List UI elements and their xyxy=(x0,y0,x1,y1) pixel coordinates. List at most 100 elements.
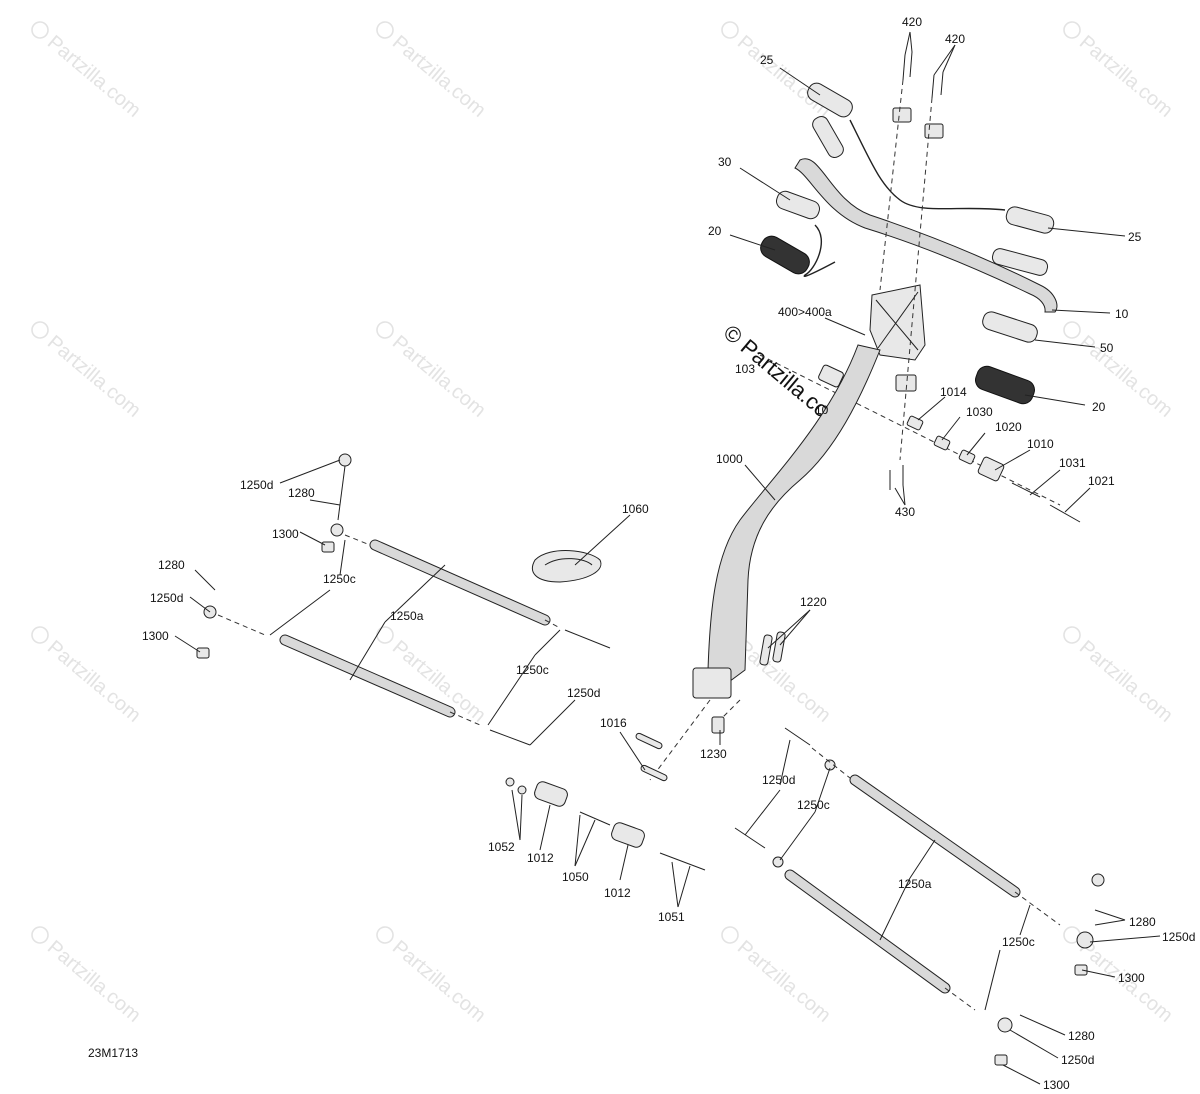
callout-label: 1280 xyxy=(288,486,315,500)
heater-wire xyxy=(849,119,1006,211)
grip-sleeve-50 xyxy=(982,311,1038,343)
alignment-line xyxy=(759,354,1061,506)
callout-label: 1052 xyxy=(488,840,515,854)
watermark-text: Partzilla.com xyxy=(1075,636,1177,726)
part-1030 xyxy=(933,435,951,451)
watermark-text: Partzilla.com xyxy=(388,936,490,1026)
callout-label: 420 xyxy=(945,32,965,46)
callout-label: 1000 xyxy=(716,452,743,466)
bolt-420 xyxy=(909,51,913,78)
cover-plate-1060 xyxy=(531,550,602,583)
callout-label: 1016 xyxy=(600,716,627,730)
callout-label: 20 xyxy=(708,224,722,238)
callout-label: 1051 xyxy=(658,910,685,924)
bracket-1012a xyxy=(534,781,568,807)
clamp-cap xyxy=(892,107,912,123)
callout-label: 1300 xyxy=(1043,1078,1070,1092)
handlebar-assembly xyxy=(759,51,1061,506)
watermark-text: Partzilla.com xyxy=(43,636,145,726)
callout-label: 430 xyxy=(895,505,915,519)
callout-label: 50 xyxy=(1100,341,1114,355)
callout-label: 1031 xyxy=(1059,456,1086,470)
callout-label: 1230 xyxy=(700,747,727,761)
tie-rod-right-upper xyxy=(784,727,1105,976)
heater-wire-left xyxy=(803,224,836,277)
callout-label: 25 xyxy=(760,53,774,67)
part-1031 xyxy=(1011,482,1041,498)
leader-lines xyxy=(174,31,1161,1085)
clamp-cap xyxy=(924,123,944,139)
callout-label: 1250d xyxy=(567,686,600,700)
callout-label: 1300 xyxy=(1118,971,1145,985)
riser-block xyxy=(869,284,926,361)
bolt-420 xyxy=(931,74,935,99)
tie-rod-right-lower xyxy=(734,827,1013,1066)
callout-label: 1250c xyxy=(323,572,356,586)
alignment-line xyxy=(719,699,741,721)
callout-label: 10 xyxy=(815,403,829,417)
alignment-line xyxy=(649,699,711,781)
callout-label: 420 xyxy=(902,15,922,29)
callout-label: 1280 xyxy=(158,558,185,572)
part-1020 xyxy=(958,449,976,465)
watermark-text: Partzilla.com xyxy=(1075,31,1177,121)
bolt-420 xyxy=(940,71,944,96)
handlebar-tube xyxy=(794,158,1058,313)
callout-label: 10 xyxy=(1115,307,1129,321)
callout-label: 1250d xyxy=(150,591,183,605)
watermark-text: Partzilla.com xyxy=(388,331,490,421)
callout-label: 400>400a xyxy=(778,305,832,319)
steering-column-base xyxy=(692,667,732,699)
grip-tube-right xyxy=(991,248,1049,276)
grip-tube-left xyxy=(812,116,844,158)
diagram-code: 23M1713 xyxy=(88,1046,138,1060)
callout-label: 1020 xyxy=(995,420,1022,434)
callout-label: 1012 xyxy=(604,886,631,900)
tie-rod-left-upper xyxy=(321,453,611,649)
watermark-text: Partzilla.com xyxy=(43,31,145,121)
bolt-420 xyxy=(902,54,906,81)
watermark-layer: Partzilla.com Partzilla.com Partzilla.co… xyxy=(31,21,1177,1027)
clamp-lower xyxy=(895,374,917,392)
callout-label: 1014 xyxy=(940,385,967,399)
callout-label: 103 xyxy=(735,362,755,376)
callout-label: 1280 xyxy=(1129,915,1156,929)
callout-label: 1250d xyxy=(762,773,795,787)
part-1010-left xyxy=(818,364,844,388)
watermark-text: Partzilla.com xyxy=(733,636,835,726)
rubber-grip-left xyxy=(760,235,810,275)
callout-label: 1060 xyxy=(622,502,649,516)
watermark-text: Partzilla.com xyxy=(733,936,835,1026)
alignment-line xyxy=(899,97,933,461)
callout-label: 1250d xyxy=(240,478,273,492)
callout-label: 1250c xyxy=(516,663,549,677)
watermark-text: Partzilla.com xyxy=(388,31,490,121)
watermark-text: Partzilla.com xyxy=(43,331,145,421)
bottom-brackets xyxy=(505,631,786,871)
callout-label: 1250a xyxy=(898,877,932,891)
callout-label: 20 xyxy=(1092,400,1106,414)
tie-rod-left-lower xyxy=(196,605,531,746)
watermark-text: Partzilla.com xyxy=(733,31,835,121)
throttle-grip xyxy=(776,190,820,220)
callout-label: 1250d xyxy=(1061,1053,1094,1067)
steering-column xyxy=(649,344,881,781)
part-1021 xyxy=(1049,504,1081,523)
part-1010 xyxy=(977,456,1005,482)
bracket-1012b xyxy=(611,822,645,848)
callout-label: 1030 xyxy=(966,405,993,419)
callout-label: 1300 xyxy=(272,527,299,541)
callout-label: 1250c xyxy=(797,798,830,812)
callout-label: 1300 xyxy=(142,629,169,643)
watermark-text: Partzilla.com xyxy=(388,636,490,726)
watermark-text: Partzilla.com xyxy=(1075,331,1177,421)
watermark-text: Partzilla.com xyxy=(43,936,145,1026)
heated-grip-right xyxy=(1005,206,1055,234)
callout-label: 1010 xyxy=(1027,437,1054,451)
callout-label: 1021 xyxy=(1088,474,1115,488)
callout-label: 1012 xyxy=(527,851,554,865)
callout-label: 1220 xyxy=(800,595,827,609)
callout-label: 25 xyxy=(1128,230,1142,244)
callout-label: 30 xyxy=(718,155,732,169)
